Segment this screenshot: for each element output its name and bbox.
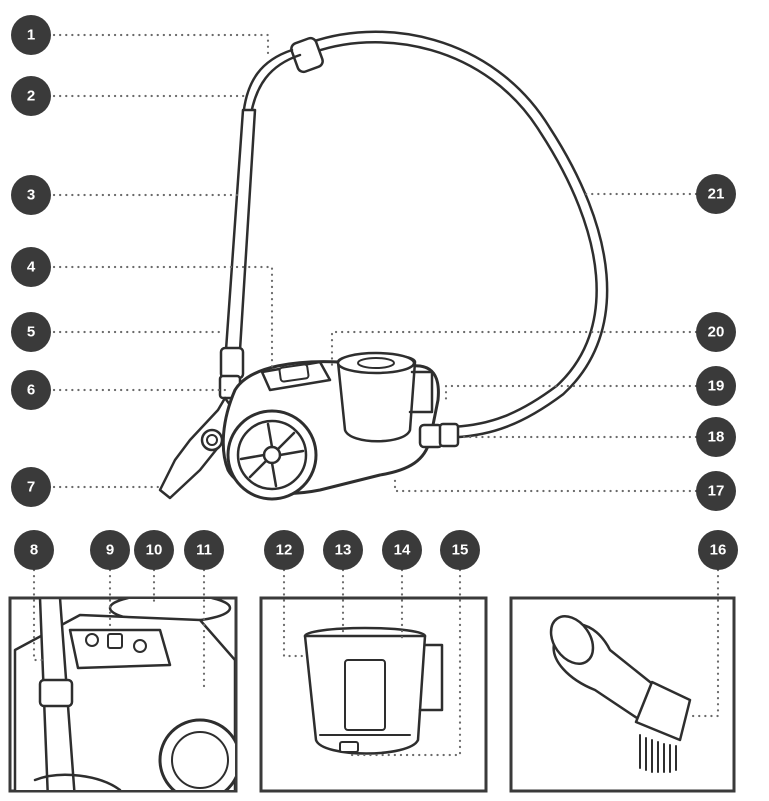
svg-text:20: 20 xyxy=(708,324,725,341)
callout-4: 4 xyxy=(11,247,51,287)
svg-text:18: 18 xyxy=(708,429,725,446)
vacuum-cleaner-icon xyxy=(158,30,609,501)
callout-12: 12 xyxy=(264,530,304,570)
callout-20: 20 xyxy=(696,312,736,352)
callout-21: 21 xyxy=(696,174,736,214)
callout-6: 6 xyxy=(11,370,51,410)
svg-text:19: 19 xyxy=(708,378,725,395)
leader-19 xyxy=(444,384,698,402)
leader-4 xyxy=(52,265,274,370)
callout-3: 3 xyxy=(11,175,51,215)
callout-2: 2 xyxy=(11,76,51,116)
svg-text:2: 2 xyxy=(27,88,35,105)
svg-text:7: 7 xyxy=(27,479,35,496)
callout-16: 16 xyxy=(698,530,738,570)
svg-text:8: 8 xyxy=(30,542,38,559)
svg-text:10: 10 xyxy=(146,542,163,559)
leader-lines xyxy=(52,33,698,493)
callout-11: 11 xyxy=(184,530,224,570)
callout-13: 13 xyxy=(323,530,363,570)
callout-7: 7 xyxy=(11,467,51,507)
leader-15 xyxy=(348,568,462,757)
callout-1: 1 xyxy=(11,15,51,55)
callout-17: 17 xyxy=(696,471,736,511)
detail-panel-tool xyxy=(509,568,736,793)
leader-20 xyxy=(330,330,698,368)
callout-10: 10 xyxy=(134,530,174,570)
control-panel-icon xyxy=(13,599,235,790)
callout-5: 5 xyxy=(11,312,51,352)
svg-text:14: 14 xyxy=(394,542,411,559)
callout-8: 8 xyxy=(14,530,54,570)
svg-text:3: 3 xyxy=(27,187,35,204)
callout-19: 19 xyxy=(696,366,736,406)
svg-text:9: 9 xyxy=(106,542,114,559)
svg-text:12: 12 xyxy=(276,542,293,559)
callout-9: 9 xyxy=(90,530,130,570)
callout-badges: 1 2 3 4 5 6 7 8 9 10 11 12 13 14 15 16 1… xyxy=(11,15,738,570)
leader-1 xyxy=(52,33,270,57)
svg-text:5: 5 xyxy=(27,324,35,341)
dust-container-icon xyxy=(303,626,444,755)
leader-8 xyxy=(32,568,47,662)
svg-text:11: 11 xyxy=(196,542,212,559)
callout-15: 15 xyxy=(440,530,480,570)
svg-text:4: 4 xyxy=(27,259,36,276)
svg-text:16: 16 xyxy=(710,542,727,559)
callout-14: 14 xyxy=(382,530,422,570)
svg-text:17: 17 xyxy=(708,483,725,500)
svg-text:15: 15 xyxy=(452,542,469,559)
detail-panel-container xyxy=(259,568,488,793)
leader-12 xyxy=(282,568,307,658)
svg-text:6: 6 xyxy=(27,382,35,399)
leader-17 xyxy=(393,478,698,493)
leader-16 xyxy=(688,568,720,718)
detail-panel-controls xyxy=(8,568,238,793)
svg-text:13: 13 xyxy=(335,542,352,559)
callout-18: 18 xyxy=(696,417,736,457)
crevice-brush-icon xyxy=(549,615,692,773)
svg-text:1: 1 xyxy=(27,27,35,44)
svg-text:21: 21 xyxy=(708,186,725,203)
